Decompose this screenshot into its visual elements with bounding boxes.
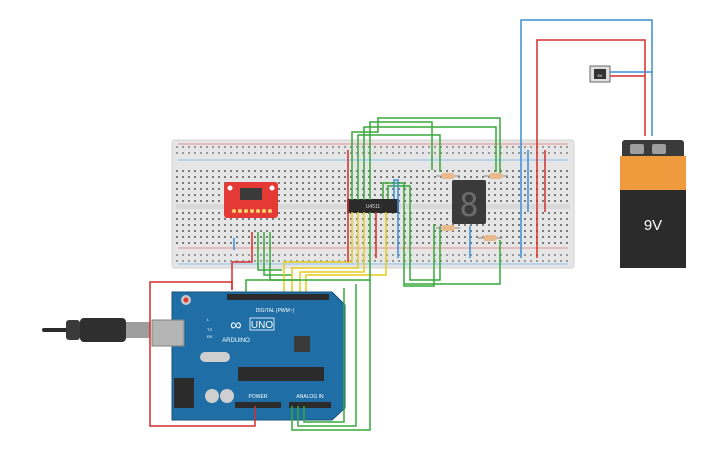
led-rx-label: RX [207, 334, 213, 339]
seven-segment-display[interactable]: 8 [452, 180, 486, 224]
analog-header-label: ANALOG IN [296, 394, 324, 400]
arduino-board[interactable]: ∞ ARDUINO UNO DIGITAL (PWM~) ANALOG IN P… [151, 291, 346, 421]
sensor-module[interactable] [224, 182, 278, 218]
power-wires [520, 19, 653, 258]
arduino-wires [149, 280, 371, 431]
resistors[interactable] [436, 173, 508, 241]
regulator-label: 5V [598, 73, 603, 78]
battery-9v[interactable]: 9V [620, 140, 686, 268]
arduino-brand: ARDUINO [222, 338, 250, 344]
voltage-regulator[interactable]: 5V [589, 65, 611, 83]
usb-cable[interactable] [42, 318, 150, 342]
led-tx-label: TX [207, 327, 212, 332]
chip-wires [245, 117, 501, 300]
chip-label: U4511 [366, 204, 381, 210]
led-l-label: L [207, 317, 210, 322]
arduino-model: UNO [251, 320, 273, 331]
digital-header-label: DIGITAL (PWM~) [256, 308, 295, 314]
power-header-label: POWER [249, 394, 268, 400]
arduino-logo-icon: ∞ [230, 317, 241, 334]
display-digit: 8 [459, 186, 478, 224]
ic-chip[interactable]: U4511 [347, 199, 399, 213]
battery-label: 9V [644, 217, 662, 234]
